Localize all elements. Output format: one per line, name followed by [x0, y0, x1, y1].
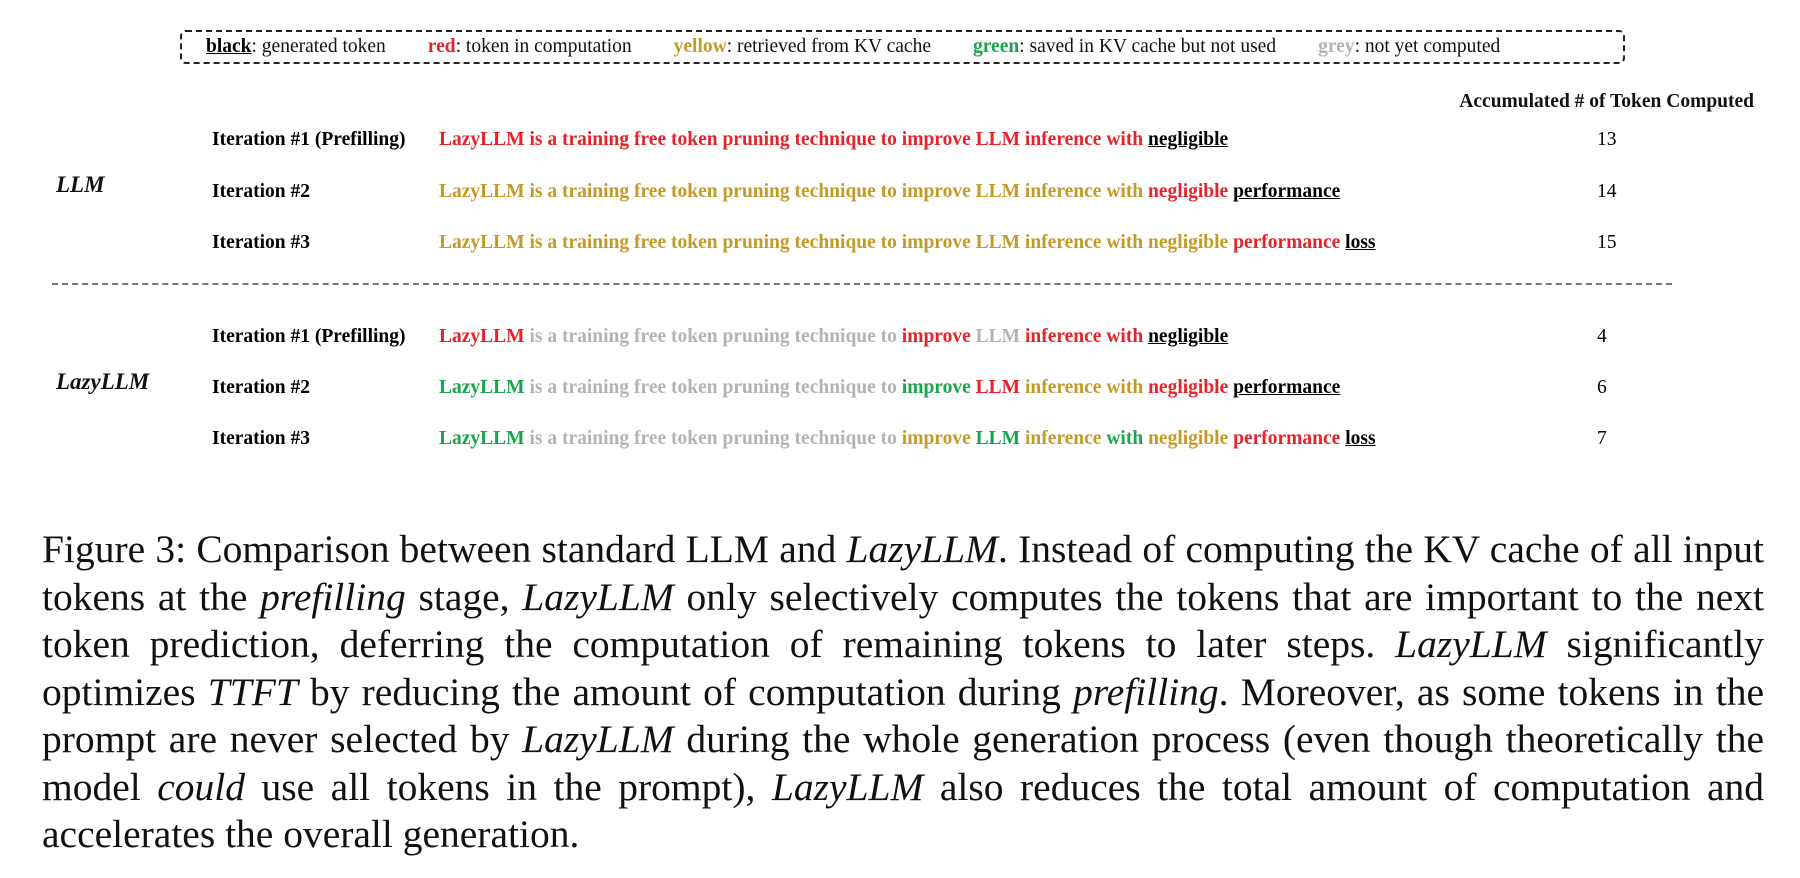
token-span-black: negligible — [1148, 129, 1229, 150]
row-label: Iteration #2 — [212, 377, 311, 398]
legend-key-red: red — [427, 36, 456, 57]
token-count: 14 — [1597, 181, 1617, 202]
legend-desc-red: : token in computation — [455, 36, 632, 57]
group-label-lazyllm: LazyLLM — [56, 369, 150, 394]
token-span-yellow: inference with — [1024, 377, 1144, 398]
caption-italic-run: LazyLLM — [522, 574, 674, 619]
token-span-black: performance — [1233, 181, 1341, 202]
legend-desc-black: : generated token — [251, 36, 386, 57]
caption-text-run: also reduces the total amount of computa… — [42, 764, 1765, 857]
llm-row-2: Iteration #2 LazyLLM is a training free … — [0, 181, 1800, 207]
token-sequence: LazyLLM is a training free token pruning… — [439, 326, 1228, 348]
token-count: 15 — [1597, 232, 1617, 253]
token-sequence: LazyLLM is a training free token pruning… — [439, 129, 1228, 151]
color-legend: black: generated token red: token in com… — [180, 30, 1625, 64]
caption-text-run: . Moreover, as some tokens in the prompt… — [42, 669, 1764, 762]
caption-text-run: stage, — [405, 574, 523, 619]
token-span-yellow: improve — [901, 428, 971, 449]
token-span-grey: is a training free token pruning techniq… — [529, 377, 897, 398]
token-span-black: loss — [1345, 428, 1376, 449]
token-span-grey: is a training free token pruning techniq… — [529, 428, 897, 449]
token-span-red: negligible — [1148, 181, 1229, 202]
token-span-green: LLM — [975, 428, 1021, 449]
token-span-black: performance — [1233, 377, 1341, 398]
legend-item-black: black: generated token — [206, 36, 386, 58]
token-span-red: negligible — [1148, 377, 1229, 398]
token-span-red: performance — [1233, 428, 1341, 449]
caption-italic-run: LazyLLM — [846, 527, 998, 571]
token-span-green: LazyLLM — [439, 428, 525, 449]
caption-italic-run: TTFT — [207, 669, 298, 714]
token-span-grey: is a training free token pruning techniq… — [529, 326, 897, 347]
token-sequence: LazyLLM is a training free token pruning… — [439, 428, 1376, 450]
group-label-llm: LLM — [56, 172, 105, 197]
caption-italic-run: prefilling — [260, 574, 406, 619]
figure-caption: Figure 3: Comparison between standard LL… — [42, 526, 1764, 859]
caption-italic-run: prefilling — [1073, 669, 1219, 714]
caption-italic-run: could — [157, 764, 246, 809]
caption-italic-run: LazyLLM — [771, 764, 924, 809]
token-span-red: LLM — [975, 377, 1021, 398]
llm-row-1: Iteration #1 (Prefilling) LazyLLM is a t… — [0, 129, 1800, 155]
token-span-grey: LLM — [975, 326, 1021, 347]
row-label: Iteration #1 (Prefilling) — [212, 129, 406, 150]
token-span-yellow: negligible — [1148, 428, 1229, 449]
llm-row-3: Iteration #3 LazyLLM is a training free … — [0, 232, 1800, 258]
token-sequence: LazyLLM is a training free token pruning… — [439, 181, 1340, 203]
legend-item-red: red: token in computation — [428, 36, 632, 58]
caption-text-run: by reducing the amount of computation du… — [297, 669, 1074, 714]
caption-italic-run: LazyLLM — [522, 717, 674, 761]
caption-text-run: significantly optimizes — [42, 622, 1764, 714]
legend-item-green: green: saved in KV cache but not used — [973, 36, 1276, 58]
token-span-black: loss — [1345, 232, 1376, 253]
row-label: Iteration #3 — [212, 232, 311, 253]
token-sequence: LazyLLM is a training free token pruning… — [439, 377, 1340, 399]
legend-key-green: green — [973, 36, 1020, 57]
token-span-red: performance — [1233, 232, 1341, 253]
legend-desc-green: : saved in KV cache but not used — [1019, 36, 1277, 57]
token-span-black: negligible — [1148, 326, 1229, 347]
legend-desc-yellow: : retrieved from KV cache — [726, 36, 931, 57]
column-header: Accumulated # of Token Computed — [1459, 91, 1754, 112]
token-span-red: LazyLLM is a training free token pruning… — [439, 129, 1144, 150]
token-span-red: improve — [901, 326, 971, 347]
caption-text-run: during the whole generation process (eve… — [42, 717, 1764, 809]
caption-text-run: . Instead of computing the KV cache of a… — [42, 527, 1764, 619]
row-label: Iteration #3 — [212, 428, 311, 449]
token-span-yellow: LazyLLM is a training free token pruning… — [439, 232, 1229, 253]
row-label: Iteration #1 (Prefilling) — [212, 326, 406, 347]
group-divider — [52, 283, 1672, 285]
token-sequence: LazyLLM is a training free token pruning… — [439, 232, 1376, 254]
lazyllm-row-2: Iteration #2 LazyLLM is a training free … — [0, 377, 1800, 403]
token-count: 6 — [1597, 377, 1607, 398]
token-span-green: improve — [901, 377, 971, 398]
token-span-green: LazyLLM — [439, 377, 525, 398]
token-span-red: LazyLLM — [439, 326, 525, 347]
token-span-red: inference with — [1024, 326, 1144, 347]
token-count: 4 — [1597, 326, 1607, 347]
legend-desc-grey: : not yet computed — [1354, 36, 1501, 57]
lazyllm-row-1: Iteration #1 (Prefilling) LazyLLM is a t… — [0, 326, 1800, 352]
legend-item-yellow: yellow: retrieved from KV cache — [674, 36, 931, 58]
legend-key-yellow: yellow — [673, 36, 727, 57]
token-span-yellow: inference — [1024, 428, 1102, 449]
caption-italic-run: LazyLLM — [1395, 622, 1547, 666]
token-count: 7 — [1597, 428, 1607, 449]
caption-text-run: only selectively computes the tokens tha… — [42, 574, 1764, 667]
legend-item-grey: grey: not yet computed — [1318, 36, 1500, 58]
token-span-green: with — [1106, 428, 1144, 449]
row-label: Iteration #2 — [212, 181, 311, 202]
caption-text-run: use all tokens in the prompt), — [245, 764, 772, 809]
caption-text-run: Figure 3: Comparison between standard LL… — [42, 527, 847, 571]
lazyllm-row-3: Iteration #3 LazyLLM is a training free … — [0, 428, 1800, 454]
token-span-yellow: LazyLLM is a training free token pruning… — [439, 181, 1144, 202]
token-count: 13 — [1597, 129, 1617, 150]
legend-key-black: black — [206, 36, 252, 57]
legend-key-grey: grey — [1318, 36, 1355, 57]
